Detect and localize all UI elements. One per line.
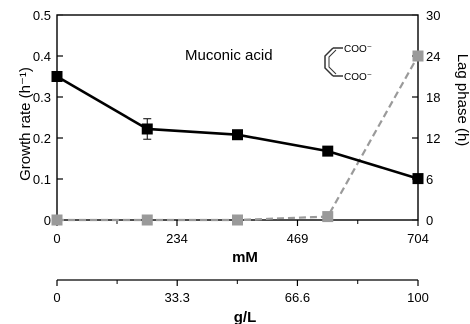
tick-labels: 0 0.1 0.2 0.3 0.4 0.5 0 6 12 18 24 30 0 234 469 704 0 33.… bbox=[33, 8, 441, 305]
y-axis-label: Growth rate (h⁻¹) bbox=[17, 67, 34, 181]
secondary-x-tick-label: 33.3 bbox=[165, 290, 190, 305]
x-tick-label: 234 bbox=[166, 231, 188, 246]
data-point bbox=[232, 214, 243, 226]
y2-axis-label: Lag phase (h) bbox=[454, 54, 470, 147]
data-point bbox=[322, 145, 334, 157]
x-tick-label: 469 bbox=[287, 231, 309, 246]
secondary-x-tick-label: 66.6 bbox=[285, 290, 310, 305]
secondary-x-tick-label: 100 bbox=[407, 290, 429, 305]
y-tick-label: 0.4 bbox=[33, 49, 51, 64]
x-axis-label: mM bbox=[232, 249, 258, 266]
x-tick-label: 704 bbox=[407, 231, 429, 246]
data-point bbox=[232, 129, 243, 141]
y2-tick-label: 24 bbox=[426, 49, 440, 64]
x-tick-label: 0 bbox=[53, 231, 60, 246]
data-point bbox=[141, 123, 153, 135]
series-layer bbox=[51, 50, 424, 226]
molecule-label-bottom: COO⁻ bbox=[344, 72, 372, 83]
y2-tick-label: 18 bbox=[426, 90, 440, 105]
data-point bbox=[51, 71, 63, 82]
y2-tick-label: 6 bbox=[426, 172, 433, 187]
secondary-x-axis-label: g/L bbox=[234, 309, 257, 324]
data-point bbox=[412, 50, 424, 62]
y2-tick-label: 0 bbox=[426, 213, 433, 228]
muconic-acid-structure-icon: COO⁻ COO⁻ bbox=[324, 44, 372, 83]
data-point bbox=[322, 211, 334, 223]
y2-tick-label: 30 bbox=[426, 8, 440, 23]
muconic-acid-annotation: Muconic acid bbox=[185, 47, 273, 64]
data-point bbox=[51, 214, 63, 226]
y-tick-label: 0 bbox=[44, 213, 51, 228]
data-point bbox=[412, 173, 424, 185]
data-point bbox=[141, 214, 153, 226]
series-line bbox=[56, 75, 419, 180]
y-tick-label: 0.1 bbox=[33, 172, 51, 187]
y-tick-label: 0.5 bbox=[33, 8, 51, 23]
molecule-label-top: COO⁻ bbox=[344, 44, 372, 55]
series-0 bbox=[51, 71, 424, 185]
y-tick-label: 0.3 bbox=[33, 90, 51, 105]
series-1 bbox=[51, 50, 424, 226]
secondary-x-tick-label: 0 bbox=[53, 290, 60, 305]
y2-tick-label: 12 bbox=[426, 131, 440, 146]
y-tick-label: 0.2 bbox=[33, 131, 51, 146]
